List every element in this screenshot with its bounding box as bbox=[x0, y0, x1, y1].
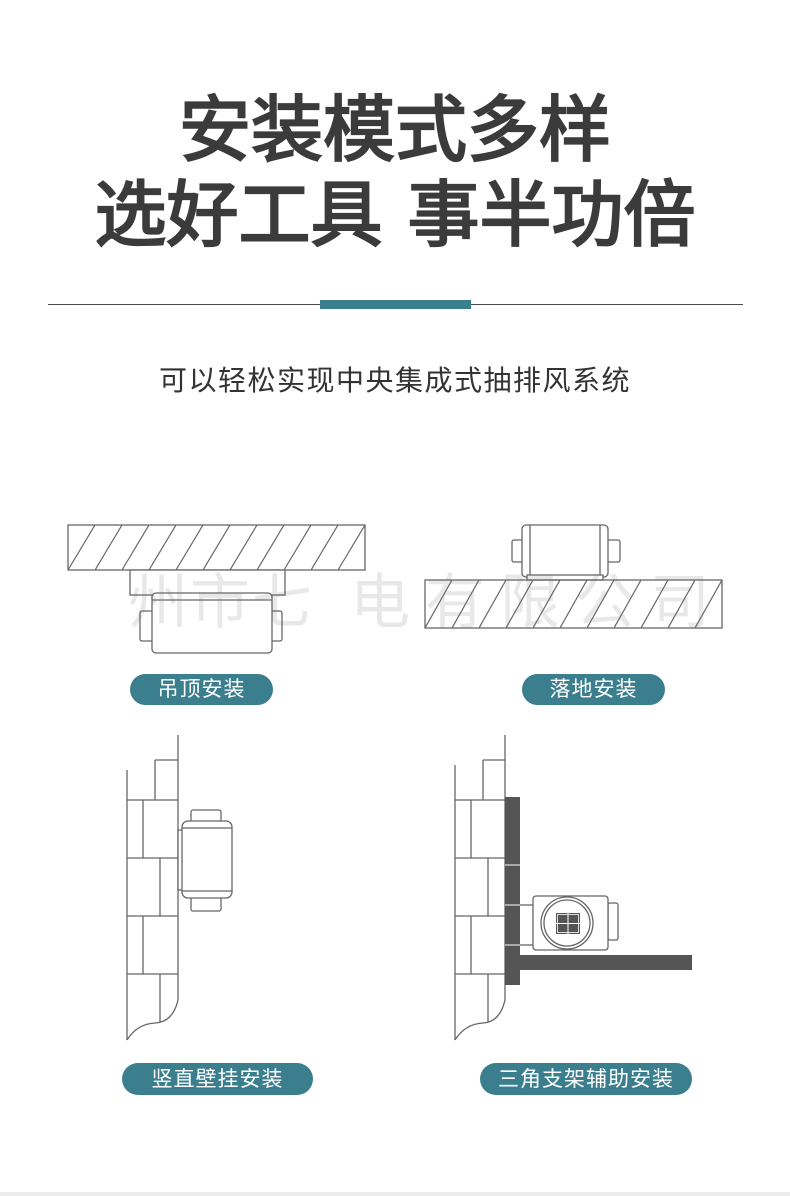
ventilation-fan bbox=[177, 809, 233, 912]
fan-intake-ring bbox=[540, 896, 594, 950]
triangle-bracket bbox=[505, 797, 692, 985]
label-floor-mount: 落地安装 bbox=[522, 674, 665, 705]
ventilation-fan bbox=[511, 524, 621, 581]
hanging-bracket bbox=[129, 569, 286, 596]
vertical-wall-mount-icon bbox=[126, 735, 233, 1041]
ventilation-fan bbox=[129, 569, 286, 654]
ceiling-slab bbox=[67, 524, 366, 571]
brick-wall bbox=[126, 735, 179, 1041]
title-line-2: 选好工具 事半功倍 bbox=[94, 173, 696, 257]
floor-mount-icon bbox=[424, 524, 723, 629]
brick-wall bbox=[454, 735, 506, 1041]
ventilation-fan bbox=[532, 895, 619, 951]
label-triangle-bracket-mount: 三角支架辅助安装 bbox=[480, 1063, 692, 1095]
bracket-horizontal-arm bbox=[505, 955, 692, 970]
subtitle: 可以轻松实现中央集成式抽排风系统 bbox=[158, 364, 631, 397]
title-line-1: 安装模式多样 bbox=[178, 88, 611, 172]
bracket-vertical-arm bbox=[505, 797, 520, 985]
bottom-edge bbox=[0, 1192, 790, 1196]
floor-slab bbox=[424, 579, 723, 629]
fan-grille-icon bbox=[556, 913, 580, 934]
fan-outlet bbox=[607, 902, 619, 941]
fan-body bbox=[181, 820, 233, 899]
ceiling-mount-icon bbox=[67, 524, 366, 654]
fan-body bbox=[521, 524, 609, 578]
label-ceiling-mount: 吊顶安装 bbox=[130, 674, 273, 705]
divider-accent bbox=[320, 300, 471, 309]
label-vertical-wall-mount: 竖直壁挂安装 bbox=[122, 1063, 313, 1095]
fan-body bbox=[151, 592, 273, 654]
triangle-bracket-mount-icon bbox=[454, 735, 692, 1041]
fan-base bbox=[526, 574, 604, 581]
